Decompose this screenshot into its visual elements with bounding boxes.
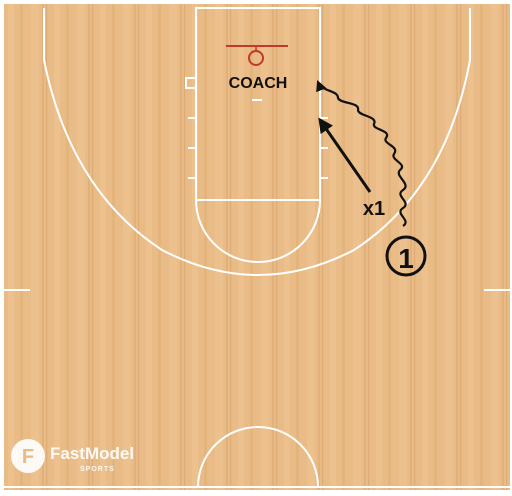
coach-label: COACH <box>229 75 288 92</box>
defender-label: x1 <box>363 198 385 220</box>
center-circle <box>197 426 319 488</box>
offense-player-number: 1 <box>398 243 414 274</box>
defender-arrow <box>318 117 372 193</box>
fastmodel-logo-glyph: F <box>22 446 34 468</box>
fastmodel-logo-badge <box>11 439 45 473</box>
fastmodel-logo: F FastModel SPORTS <box>11 439 134 473</box>
lane <box>195 7 321 201</box>
rim <box>248 50 264 66</box>
lane-block-left <box>185 77 197 89</box>
fastmodel-logo-subtext: SPORTS <box>80 466 115 473</box>
court-lines <box>4 7 510 488</box>
offense-player-1: 1 <box>385 235 427 277</box>
dribble-path <box>316 79 407 227</box>
fastmodel-logo-text: FastModel <box>50 444 134 463</box>
three-point-line <box>43 8 471 276</box>
free-throw-circle <box>195 199 321 263</box>
court-floor <box>4 4 510 490</box>
